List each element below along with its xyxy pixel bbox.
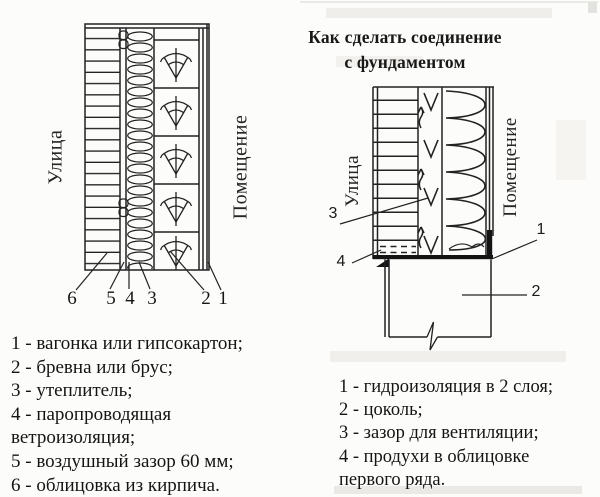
vent-dashes bbox=[380, 245, 416, 254]
wood-grain-icon bbox=[159, 47, 193, 83]
right-diagram-title-line-2: с фундаментом bbox=[344, 52, 466, 72]
insulation-wave bbox=[445, 90, 487, 251]
legend-line: 2 - цоколь; bbox=[339, 400, 423, 421]
right-legend: 1 - гидроизоляция в 2 слоя; 2 - цоколь; … bbox=[339, 376, 553, 492]
right-diagram-title-line-1: Как сделать соединение bbox=[308, 27, 502, 47]
callout-1: 1 bbox=[218, 288, 228, 309]
callout-3: 3 bbox=[328, 205, 338, 222]
legend-line: ветроизоляция; bbox=[11, 427, 136, 449]
legend-line: 5 - воздушный зазор 60 мм; bbox=[11, 450, 234, 472]
callout-2: 2 bbox=[201, 288, 211, 309]
airflow-arrow-icon bbox=[417, 168, 425, 191]
legend-line: 3 - утеплитель; bbox=[11, 380, 133, 402]
callout-3: 3 bbox=[147, 288, 157, 309]
callout-5: 5 bbox=[106, 288, 116, 309]
corner-wedge bbox=[376, 258, 389, 267]
legend-line: 4 - продухи в облицовке bbox=[339, 446, 530, 467]
legend-line: 3 - зазор для вентиляции; bbox=[339, 423, 539, 444]
lining-strip-lines bbox=[488, 87, 494, 236]
legend-line: 1 - гидроизоляция в 2 слоя; bbox=[339, 377, 554, 397]
room-label-right: Помещение bbox=[500, 117, 521, 217]
foundation-block bbox=[384, 259, 492, 351]
street-label-right: Улица bbox=[342, 154, 363, 208]
callout-4: 4 bbox=[336, 253, 346, 270]
callout-1: 1 bbox=[536, 221, 546, 238]
vent-v-icon bbox=[423, 139, 439, 158]
legend-line: первого ряда. bbox=[339, 469, 446, 490]
room-label-left: Помещение bbox=[229, 114, 252, 220]
leader-lines-right bbox=[339, 197, 538, 296]
legend-line: 1 - вагонка или гипсокартон; bbox=[11, 333, 243, 354]
brick-hatch bbox=[85, 28, 120, 270]
legend-line: 2 - бревна или брус; bbox=[11, 356, 173, 378]
brick-hatch bbox=[373, 87, 418, 243]
wood-grain-icon bbox=[159, 235, 193, 271]
log-column bbox=[154, 28, 200, 270]
airflow-arrow-icon bbox=[417, 106, 425, 129]
left-wall-section-drawing bbox=[75, 23, 222, 291]
vent-v-icon bbox=[423, 92, 439, 111]
right-wall-section-drawing bbox=[339, 86, 538, 351]
wood-grain-icon bbox=[159, 143, 193, 179]
vent-v-icon bbox=[423, 235, 439, 254]
insulation-bottom-arc bbox=[448, 243, 485, 250]
callout-2: 2 bbox=[531, 283, 541, 300]
break-mark bbox=[426, 321, 439, 351]
lining-strip-lines bbox=[202, 24, 208, 270]
tie-clip-icon bbox=[118, 30, 129, 218]
vent-v-icon bbox=[423, 187, 439, 206]
leader-lines-left bbox=[75, 250, 222, 291]
callout-6: 6 bbox=[67, 288, 77, 309]
street-label-left: Улица bbox=[44, 129, 67, 185]
wood-grain-icon bbox=[159, 191, 193, 227]
left-legend: 1 - вагонка или гипсокартон; 2 - бревна … bbox=[11, 332, 243, 497]
callout-4: 4 bbox=[125, 288, 135, 309]
wood-grain-icon bbox=[159, 95, 193, 131]
airflow-arrow-icon bbox=[417, 226, 425, 249]
legend-line: 6 - облицовка из кирпича. bbox=[11, 474, 220, 496]
legend-line: 4 - паропроводящая bbox=[11, 403, 172, 425]
insulation-scallops bbox=[126, 31, 154, 269]
